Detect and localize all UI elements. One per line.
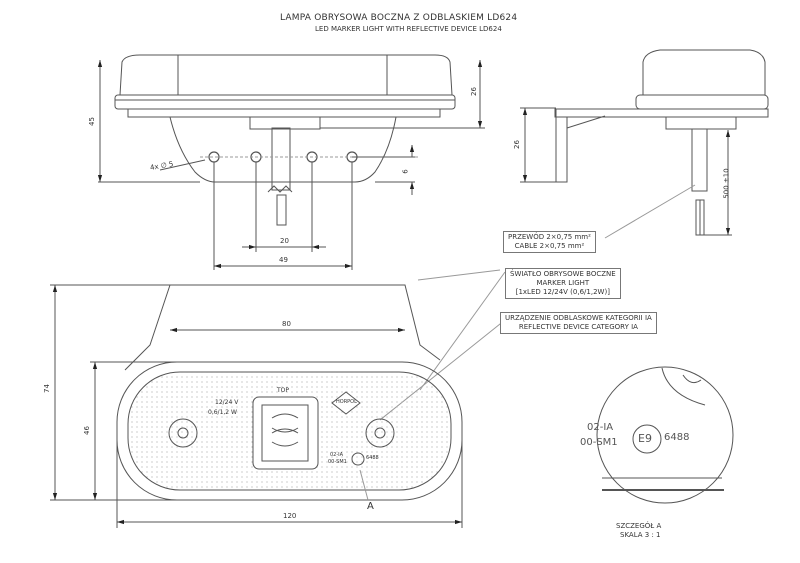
face-voltage: 12/24 V [215, 399, 239, 406]
callout-marker: ŚWIATŁO OBRYSOWE BOCZNE MARKER LIGHT [1x… [505, 268, 621, 299]
detail-marker-a: A [367, 501, 374, 512]
detail-a [596, 366, 734, 504]
title-pl: LAMPA OBRYSOWA BOCZNA Z ODBLASKIEM LD624 [280, 13, 518, 23]
front-view [97, 54, 485, 270]
dim-20: 20 [280, 237, 289, 245]
detail-line2: 00-SM1 [580, 437, 618, 448]
detail-line1: 02-IA [587, 422, 614, 433]
dim-6: 6 [401, 169, 410, 174]
callout-cable-pl: PRZEWÓD 2×0,75 mm² [508, 233, 591, 241]
callout-reflector: URZĄDZENIE ODBLASKOWE KATEGORII IA REFLE… [500, 312, 657, 334]
callout-reflector-pl: URZĄDZENIE ODBLASKOWE KATEGORII IA [505, 314, 652, 322]
callout-marker-pl: ŚWIATŁO OBRYSOWE BOCZNE [510, 270, 616, 278]
face-power: 0,6/1,2 W [208, 409, 237, 416]
dim-80: 80 [282, 320, 291, 328]
dim-26: 26 [469, 87, 478, 96]
detail-approval: 6488 [664, 432, 690, 443]
dim-45: 45 [87, 117, 96, 126]
face-mark-2: 00-SM1 [328, 459, 347, 465]
callout-reflector-en: REFLECTIVE DEVICE CATEGORY IA [518, 323, 638, 331]
callout-marker-en: MARKER LIGHT [536, 279, 590, 287]
face-view [50, 284, 463, 528]
detail-caption-1: SZCZEGÓŁ A [616, 522, 662, 530]
face-mark-1: 02-IA [330, 452, 344, 458]
callout-cable-en: CABLE 2×0,75 mm² [514, 242, 585, 250]
face-brand-logo: HORPOL [336, 399, 357, 405]
face-approval: 6488 [366, 455, 379, 461]
dim-49: 49 [279, 256, 288, 264]
dim-cable-length: 500 ±10 [722, 168, 731, 199]
dim-46: 46 [82, 426, 91, 435]
detail-caption-2: SKALA 3 : 1 [620, 531, 661, 539]
dim-74: 74 [42, 384, 51, 393]
face-top-label: TOP [277, 387, 290, 394]
emark-icon: E9 [638, 432, 652, 445]
side-view [520, 49, 769, 239]
dim-side-26: 26 [512, 140, 521, 149]
dim-120: 120 [283, 512, 297, 520]
title-en: LED MARKER LIGHT WITH REFLECTIVE DEVICE … [315, 25, 502, 33]
callout-cable: PRZEWÓD 2×0,75 mm² CABLE 2×0,75 mm² [503, 231, 596, 253]
callout-marker-spec: [1xLED 12/24V (0,6/1,2W)] [515, 288, 610, 296]
